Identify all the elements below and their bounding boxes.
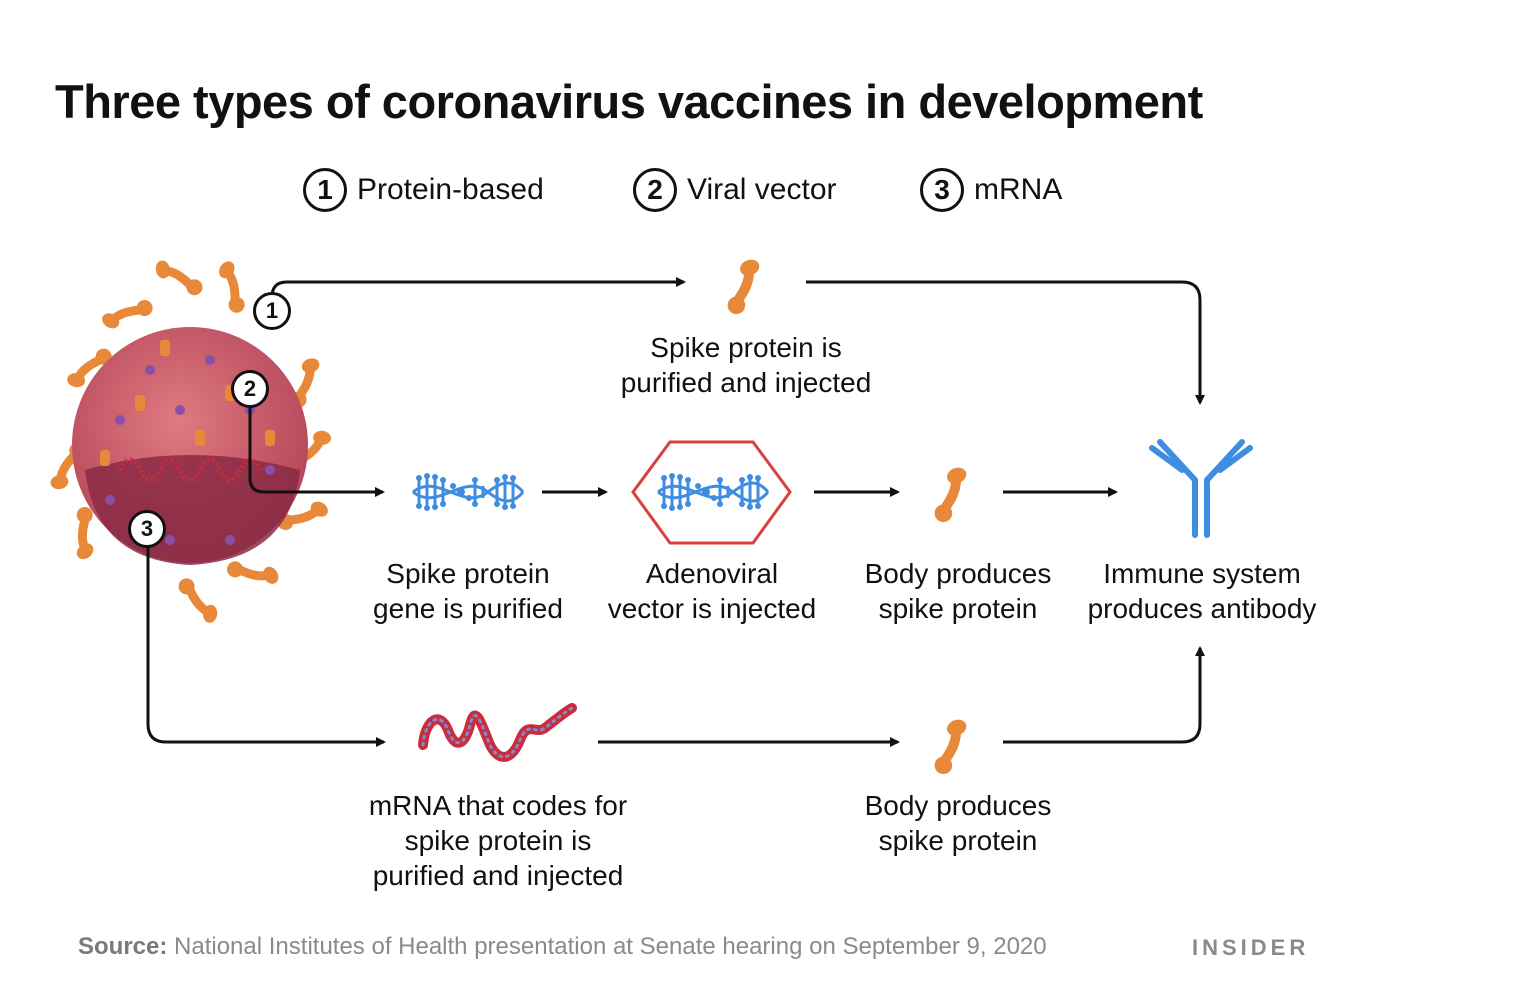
caption-line: spike protein — [878, 593, 1038, 624]
spike-protein-icon — [715, 257, 773, 316]
caption-line: Spike protein — [386, 558, 550, 589]
caption-mrna: mRNA that codes for spike protein is pur… — [348, 788, 648, 893]
adenovirus-icon — [631, 440, 792, 545]
legend-label-3: mRNA — [974, 173, 1063, 206]
source-text: National Institutes of Health presentati… — [174, 933, 1047, 960]
dna-icon — [411, 471, 525, 513]
source-note: Source: National Institutes of Health pr… — [78, 933, 1047, 961]
legend-item-mrna: 3 mRNA — [920, 166, 1062, 214]
step-badge-1: 1 — [253, 292, 291, 330]
caption-line: spike protein — [878, 825, 1038, 856]
source-label: Source: — [78, 933, 168, 960]
antibody-icon — [1149, 439, 1253, 538]
caption-line: produces antibody — [1087, 593, 1317, 624]
page-title: Three types of coronavirus vaccines in d… — [55, 75, 1203, 128]
legend-number-3: 3 — [920, 168, 964, 212]
brand-logo: INSIDER — [1192, 935, 1310, 960]
caption-line: purified and injected — [620, 367, 872, 398]
caption-adenoviral: Adenoviral vector is injected — [592, 556, 832, 626]
spike-protein-icon-row2 — [922, 465, 980, 524]
legend-number-2: 2 — [633, 168, 677, 212]
caption-line: Body produces — [864, 790, 1052, 821]
caption-line: Spike protein is — [650, 332, 842, 363]
mrna-strand-icon — [418, 703, 577, 762]
caption-line: Body produces — [864, 558, 1052, 589]
connector-route-3 — [146, 545, 386, 747]
step-badge-3: 3 — [128, 510, 166, 548]
caption-gene-purified: Spike protein gene is purified — [358, 556, 578, 626]
legend-label-1: Protein-based — [357, 173, 544, 206]
legend-label-2: Viral vector — [687, 173, 837, 206]
legend-number-1: 1 — [303, 168, 347, 212]
connector-route-1-to-antibody — [806, 280, 1205, 405]
caption-line: vector is injected — [607, 593, 817, 624]
caption-line: Adenoviral — [645, 558, 779, 589]
caption-line: gene is purified — [373, 593, 563, 624]
caption-spike-purified: Spike protein is purified and injected — [596, 330, 896, 400]
connector-route-1 — [270, 277, 686, 305]
spike-protein-icon-row3 — [922, 717, 980, 776]
caption-line: Immune system — [1103, 558, 1301, 589]
caption-line: spike protein is — [404, 825, 592, 856]
step-badge-2: 2 — [231, 370, 269, 408]
caption-body-produces-mrna: Body produces spike protein — [848, 788, 1068, 858]
caption-line: mRNA that codes for — [368, 790, 628, 821]
legend-item-viral-vector: 2 Viral vector — [633, 166, 837, 214]
legend-item-protein-based: 1 Protein-based — [303, 166, 544, 214]
connector-route-2 — [248, 405, 385, 497]
connector-route-3-to-antibody — [1003, 646, 1205, 744]
caption-immune: Immune system produces antibody — [1068, 556, 1336, 626]
caption-body-produces-vector: Body produces spike protein — [848, 556, 1068, 626]
caption-line: purified and injected — [372, 860, 624, 891]
